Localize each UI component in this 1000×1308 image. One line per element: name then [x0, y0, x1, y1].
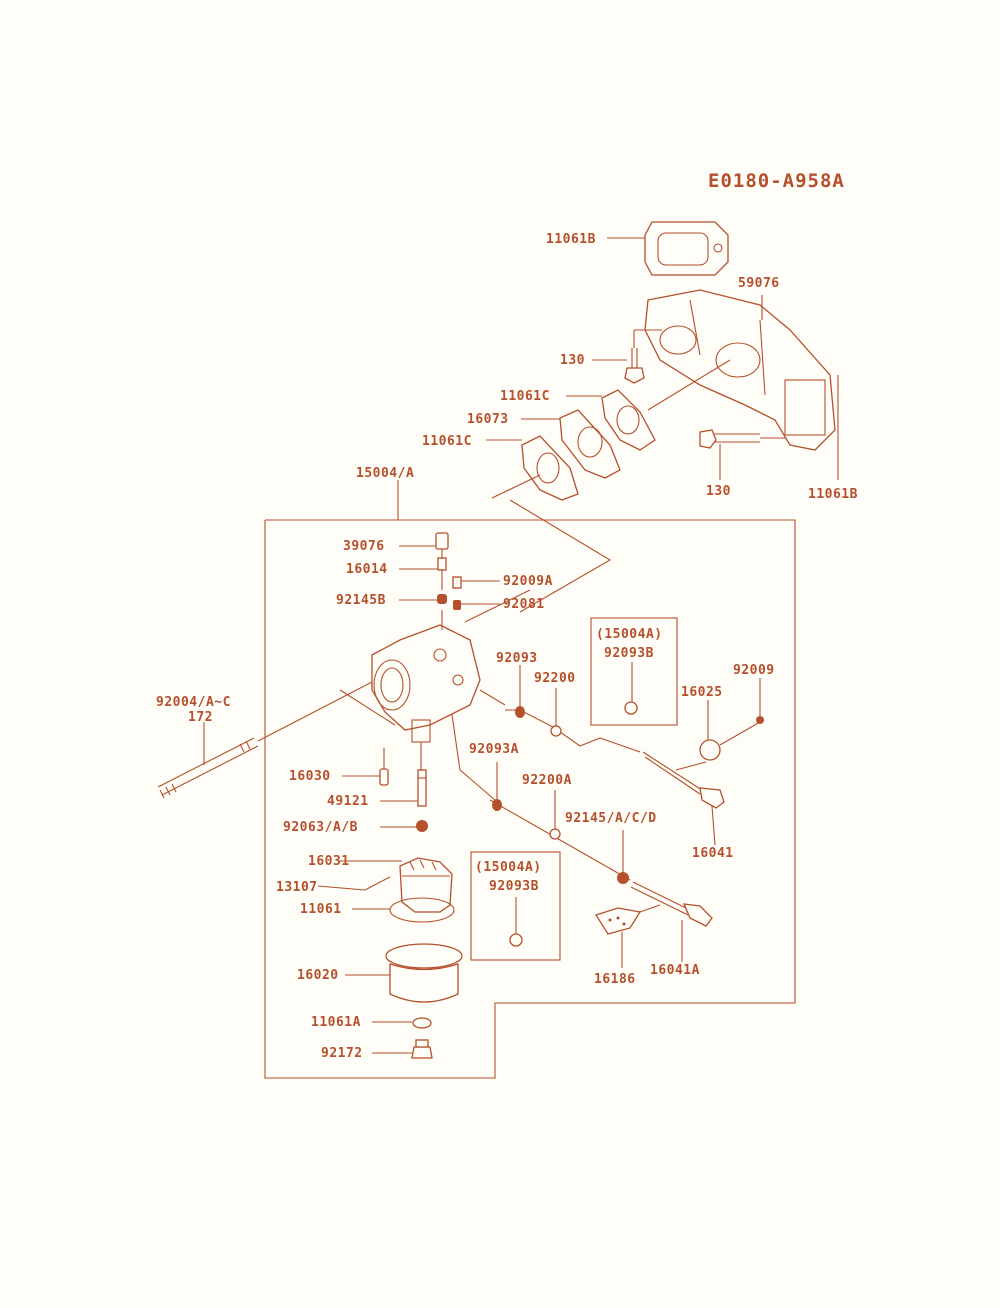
- screw-92172: [411, 1039, 433, 1059]
- inset-box-lower: [470, 851, 561, 961]
- callout-92009A: 92009A: [503, 574, 553, 589]
- callout-11061A: 11061A: [311, 1015, 361, 1030]
- spacer-16073: [559, 409, 621, 479]
- washer-92200: [550, 725, 562, 737]
- inset-upper-part: 92093B: [604, 646, 654, 661]
- callout-130-top: 130: [560, 353, 585, 368]
- bolt-130-upper: [624, 348, 645, 384]
- callout-92200: 92200: [534, 671, 576, 686]
- inset-upper-ref: (15004A): [596, 627, 663, 642]
- jet-49121: [417, 769, 427, 807]
- callout-92004: 92004/A~C: [156, 695, 231, 710]
- callout-16041A: 16041A: [650, 963, 700, 978]
- callout-16030: 16030: [289, 769, 331, 784]
- jet-stack: [435, 532, 462, 610]
- callout-92093A: 92093A: [469, 742, 519, 757]
- seal-92145ACD: [617, 872, 629, 884]
- float-16031: [399, 857, 453, 913]
- callout-92200A: 92200A: [522, 773, 572, 788]
- callout-13107: 13107: [276, 880, 318, 895]
- bolt-130-lower: [699, 429, 760, 449]
- washer-92200A: [549, 828, 561, 840]
- callout-92145B: 92145B: [336, 593, 386, 608]
- choke-plate-16186: [595, 907, 642, 935]
- stud-92004: [157, 737, 259, 799]
- throttle-shaft-16041: [642, 751, 725, 809]
- callout-49121: 49121: [327, 794, 369, 809]
- inset-lower-ref: (15004A): [475, 860, 542, 875]
- callout-172: 172: [188, 710, 213, 725]
- gasket-11061C-a: [601, 389, 656, 451]
- callout-16014: 16014: [346, 562, 388, 577]
- callout-11061B-right: 11061B: [808, 487, 858, 502]
- diagram-code: E0180-A958A: [708, 170, 845, 192]
- carburetor-body: [371, 610, 481, 743]
- gasket-11061A: [412, 1017, 432, 1029]
- callout-39076: 39076: [343, 539, 385, 554]
- gasket-11061B: [644, 221, 729, 276]
- callout-92172: 92172: [321, 1046, 363, 1061]
- throttle-plate-16025: [699, 739, 721, 761]
- callout-15004A: 15004/A: [356, 466, 415, 481]
- seal-92063: [416, 820, 428, 832]
- callout-92145ACD: 92145/A/C/D: [565, 811, 657, 826]
- callout-59076: 59076: [738, 276, 780, 291]
- callout-130-bottom: 130: [706, 484, 731, 499]
- callout-16073: 16073: [467, 412, 509, 427]
- callout-92081: 92081: [503, 597, 545, 612]
- callout-16186: 16186: [594, 972, 636, 987]
- callout-16031: 16031: [308, 854, 350, 869]
- inset-lower-part: 92093B: [489, 879, 539, 894]
- callout-11061C-a: 11061C: [500, 389, 550, 404]
- gasket-11061: [389, 897, 455, 923]
- seal-92093A: [492, 799, 502, 811]
- callout-16020: 16020: [297, 968, 339, 983]
- inset-box-upper: [590, 617, 678, 726]
- callout-11061C-b: 11061C: [422, 434, 472, 449]
- callout-92063: 92063/A/B: [283, 820, 358, 835]
- callout-92009: 92009: [733, 663, 775, 678]
- float-bowl-16020: [385, 943, 463, 1003]
- callout-11061: 11061: [300, 902, 342, 917]
- callout-92093: 92093: [496, 651, 538, 666]
- choke-shaft-16041A: [630, 881, 713, 927]
- callout-11061B-top: 11061B: [546, 232, 596, 247]
- manifold-59076: [644, 289, 836, 451]
- callout-16041: 16041: [692, 846, 734, 861]
- callout-16025: 16025: [681, 685, 723, 700]
- assembly-outline: [264, 519, 796, 1079]
- needle-16030: [379, 768, 389, 786]
- seal-92093: [515, 706, 525, 718]
- gasket-11061C-b: [521, 435, 579, 501]
